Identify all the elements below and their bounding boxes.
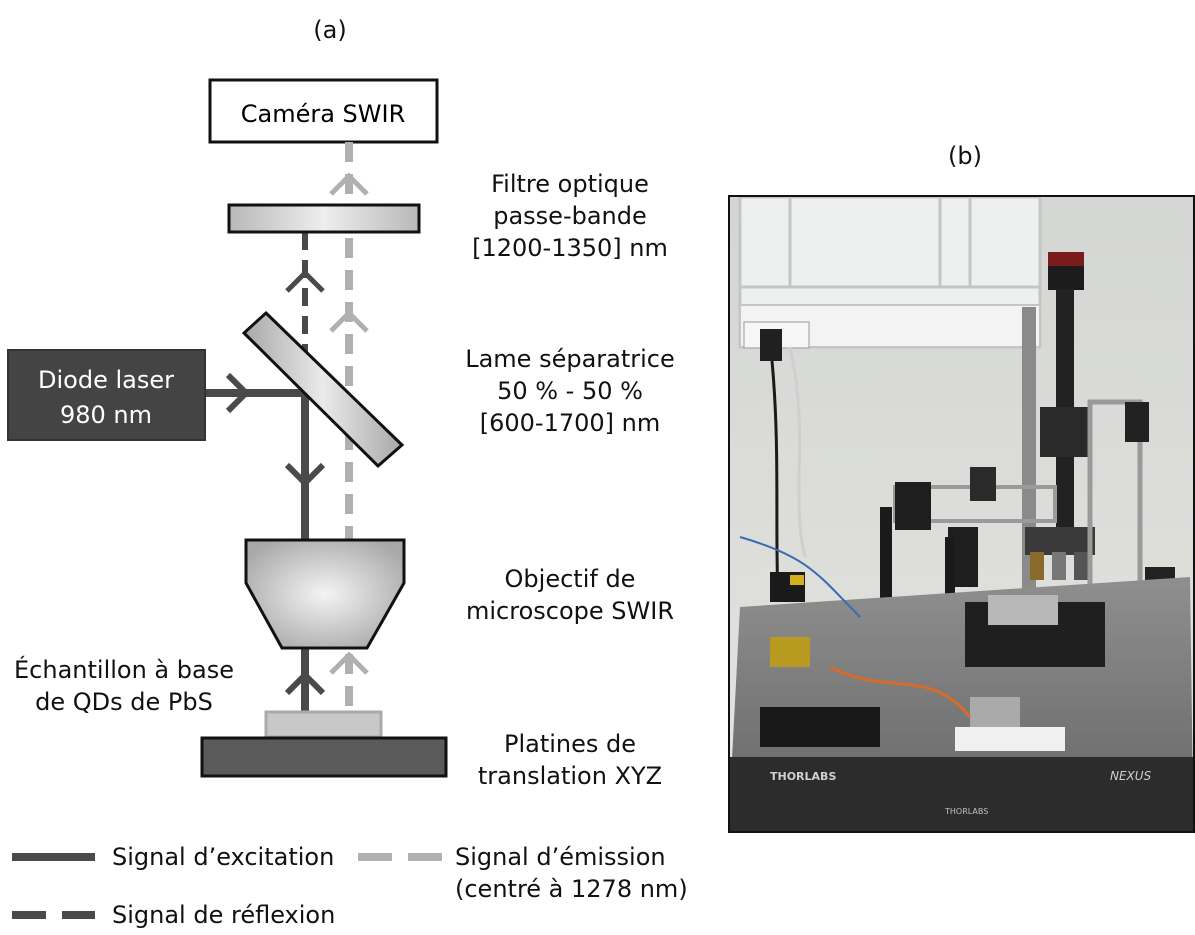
laser-diode-box: [7, 349, 206, 441]
splitter-label-line2: 50 % - 50 %: [497, 377, 643, 405]
reflection-arrow: [285, 269, 325, 293]
photo-stage-sample-plate: [988, 595, 1058, 625]
filter-label-line2: passe-bande: [493, 202, 647, 230]
legend-excitation-label: Signal d’excitation: [112, 843, 335, 871]
filter-label-line1: Filtre optique: [491, 170, 649, 198]
stage-label-line1: Platines de: [503, 730, 637, 758]
photo-nexus-logo: NEXUS: [1110, 769, 1152, 783]
photo-objective-lens: [1074, 552, 1088, 580]
beam-splitter: [241, 310, 405, 469]
legend-reflection-label: Signal de réflexion: [112, 901, 336, 929]
splitter-label: Lame séparatrice 50 % - 50 % [600-1700] …: [430, 343, 710, 439]
emission-arrow-top: [329, 172, 369, 196]
photo-fiber: [739, 536, 861, 618]
photo-objective-lens: [1052, 552, 1066, 580]
photo-thorlabs-small: THORLABS: [944, 807, 988, 816]
setup-photograph: THORLABS NEXUS THORLABS: [728, 195, 1195, 833]
photo-optical-mount: [970, 467, 996, 501]
setup-photo-illustration: THORLABS NEXUS THORLABS: [730, 197, 1193, 831]
photo-paper: [955, 727, 1065, 751]
excitation-arrow-right: [225, 372, 251, 414]
photo-objective-turret: [1025, 527, 1095, 555]
photo-cable: [788, 346, 807, 558]
optical-filter: [227, 203, 421, 234]
laser-label-line1: Diode laser: [38, 366, 174, 394]
translation-stage: [200, 736, 448, 778]
photo-table-front: [730, 757, 1193, 831]
sample-label-line1: Échantillon à base: [14, 656, 234, 684]
sample-label: Échantillon à base de QDs de PbS: [0, 654, 248, 718]
microscope-objective: [244, 538, 406, 650]
sample-label-line2: de QDs de PbS: [35, 688, 213, 716]
excitation-arrow-sample: [284, 670, 326, 696]
photo-right-mount: [1125, 402, 1149, 442]
panel-label-a: (a): [313, 16, 347, 44]
sample: [264, 710, 383, 739]
optical-setup-diagram: Caméra SWIR Diode laser 980 nm: [7, 78, 448, 919]
stage-label: Platines de translation XYZ: [440, 728, 700, 792]
photo-yellow-mount: [770, 637, 810, 667]
stage-label-line2: translation XYZ: [477, 762, 663, 790]
panel-label-b: (b): [948, 142, 982, 170]
photo-controller: [760, 707, 880, 747]
splitter-label-line1: Lame séparatrice: [465, 345, 675, 373]
photo-microscope-block: [1040, 407, 1092, 457]
photo-plug: [760, 329, 782, 361]
photo-fiber: [829, 665, 972, 718]
photo-laser-label: [790, 575, 804, 585]
photo-cable: [770, 360, 780, 598]
photo-objective-lens: [1030, 552, 1044, 580]
filter-label-line3: [1200-1350] nm: [472, 234, 668, 262]
objective-label-line1: Objectif de: [504, 565, 636, 593]
filter-label: Filtre optique passe-bande [1200-1350] n…: [440, 168, 700, 264]
laser-label-line2: 980 nm: [60, 401, 152, 429]
emission-arrow-middle: [329, 309, 369, 333]
legend-emission-line2: (centré à 1278 nm): [455, 875, 688, 903]
photo-thorlabs-logo: THORLABS: [770, 770, 836, 783]
legend-emission-label: Signal d’émission (centré à 1278 nm): [455, 841, 688, 905]
camera-box: [208, 78, 439, 144]
objective-label-line2: microscope SWIR: [466, 597, 674, 625]
excitation-arrow-down: [284, 462, 326, 488]
photo-optical-mount: [895, 482, 931, 530]
legend-emission-line1: Signal d’émission: [455, 843, 666, 871]
photo-camera-head: [1048, 252, 1084, 266]
emission-arrow-bottom: [329, 651, 369, 675]
splitter-label-line3: [600-1700] nm: [479, 409, 661, 437]
camera-label: Caméra SWIR: [241, 100, 406, 128]
objective-label: Objectif de microscope SWIR: [430, 563, 710, 627]
